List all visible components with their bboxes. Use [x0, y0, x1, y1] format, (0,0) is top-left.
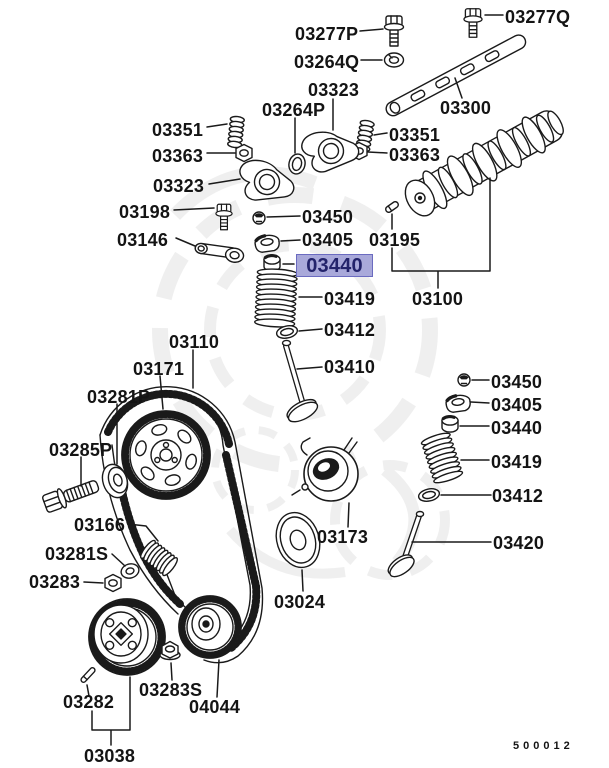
- part-label-03146[interactable]: 03146: [117, 230, 169, 250]
- part-label-03420[interactable]: 03420: [493, 533, 545, 553]
- cam-sprocket-03171: [121, 410, 211, 500]
- pin-03195: [385, 201, 399, 213]
- washer-03264Q: [383, 52, 405, 68]
- part-label-03412-right[interactable]: 03412: [492, 486, 544, 506]
- part-label-03285P[interactable]: 03285P: [49, 440, 113, 460]
- part-label-03363-right[interactable]: 03363: [389, 145, 441, 165]
- retainer-03405-right: [443, 392, 473, 415]
- part-label-03283[interactable]: 03283: [29, 572, 81, 592]
- part-label-03166[interactable]: 03166: [74, 515, 126, 535]
- bolt-03277P: [383, 15, 405, 47]
- part-label-03100[interactable]: 03100: [412, 289, 464, 309]
- nut-03363-left: [235, 143, 253, 163]
- retainer-03405-mid: [252, 232, 282, 255]
- valve-03420: [387, 510, 425, 578]
- part-label-03277P[interactable]: 03277P: [295, 24, 359, 44]
- keeper-03450-mid: [252, 211, 266, 225]
- part-label-03195[interactable]: 03195: [369, 230, 421, 250]
- part-label-03277Q[interactable]: 03277Q: [505, 7, 571, 27]
- rocker-shaft-03300: [385, 34, 527, 117]
- part-label-03264Q[interactable]: 03264Q: [294, 52, 360, 72]
- part-label-03440-right[interactable]: 03440: [491, 418, 543, 438]
- bolt-03285P: [42, 480, 100, 513]
- rocker-arm-03323-right: [300, 128, 361, 174]
- nut-03283: [104, 573, 122, 593]
- part-label-03281P[interactable]: 03281P: [87, 387, 151, 407]
- washer-03281P: [101, 463, 129, 499]
- disc-03024: [275, 511, 321, 569]
- part-label-03450-right[interactable]: 03450: [491, 372, 543, 392]
- tensioner-gear-04044: [178, 595, 242, 659]
- camshaft-03100: [404, 110, 564, 217]
- part-label-03282[interactable]: 03282: [63, 692, 115, 712]
- keeper-03450-right: [457, 373, 471, 387]
- pin-03282: [80, 667, 96, 683]
- nut-03283S: [159, 640, 181, 661]
- part-label-03264P[interactable]: 03264P: [262, 100, 326, 120]
- part-label-03323-top[interactable]: 03323: [308, 80, 360, 100]
- part-label-03198[interactable]: 03198: [119, 202, 171, 222]
- part-label-03351-right[interactable]: 03351: [389, 125, 441, 145]
- part-label-03419-right[interactable]: 03419: [491, 452, 543, 472]
- part-label-03173[interactable]: 03173: [317, 527, 369, 547]
- part-label-03440-highlighted[interactable]: 03440: [296, 254, 373, 277]
- part-label-03450-mid[interactable]: 03450: [302, 207, 354, 227]
- part-label-03110[interactable]: 03110: [169, 332, 220, 352]
- part-label-03405-right[interactable]: 03405: [491, 395, 543, 415]
- part-label-03300[interactable]: 03300: [440, 98, 492, 118]
- seat-03412-right: [416, 486, 442, 504]
- tensioner-pulley-03173: [291, 437, 359, 502]
- drawing-number: 500012: [513, 740, 574, 752]
- spring-03166: [137, 537, 181, 599]
- bolt-03277Q: [463, 8, 483, 38]
- part-label-03323-left[interactable]: 03323: [153, 176, 205, 196]
- leader-lines: [80, 14, 504, 746]
- part-label-03038[interactable]: 03038: [84, 746, 136, 766]
- crank-sprocket-03038: [88, 598, 166, 676]
- part-label-03363-left[interactable]: 03363: [152, 146, 204, 166]
- part-label-03412-mid[interactable]: 03412: [324, 320, 376, 340]
- part-label-03405-mid[interactable]: 03405: [302, 230, 354, 250]
- washer-03281S: [120, 563, 140, 579]
- part-label-03419-mid[interactable]: 03419: [324, 289, 376, 309]
- part-label-03351-left[interactable]: 03351: [152, 120, 204, 140]
- part-label-03410[interactable]: 03410: [324, 357, 376, 377]
- spring-03351-left: [226, 115, 246, 149]
- part-label-03171[interactable]: 03171: [133, 359, 185, 379]
- part-label-04044[interactable]: 04044: [189, 697, 241, 717]
- arm-03146: [194, 242, 245, 263]
- part-label-03024[interactable]: 03024: [274, 592, 326, 612]
- spring-03419-mid: [253, 267, 299, 329]
- valve-03410: [281, 339, 319, 423]
- part-label-03281S[interactable]: 03281S: [45, 544, 109, 564]
- oring-03264P: [288, 153, 306, 175]
- cap-03440-right: [440, 414, 460, 434]
- part-label-03283S[interactable]: 03283S: [139, 680, 203, 700]
